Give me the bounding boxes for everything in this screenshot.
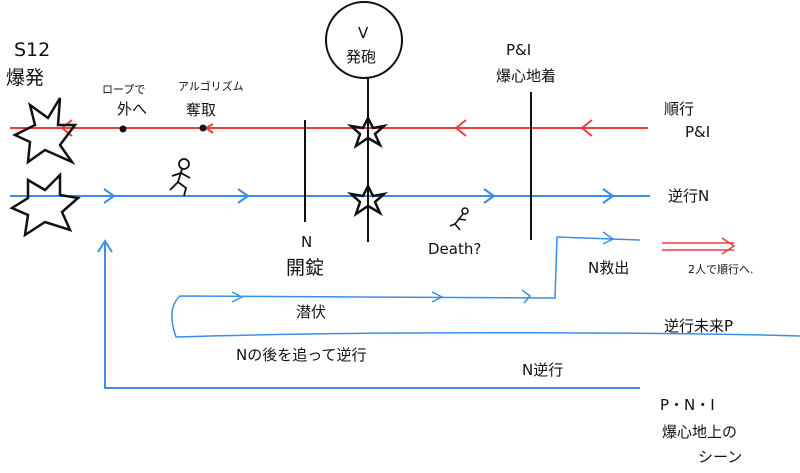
forward-label: 順行 xyxy=(664,100,694,118)
right-arrow-icon xyxy=(483,188,496,204)
hiding-path xyxy=(171,231,800,338)
pni-label: P・N・I xyxy=(660,396,715,414)
right-arrow-icon xyxy=(602,188,615,204)
forward-double-arrow-icon xyxy=(662,237,736,255)
right-arrow-icon xyxy=(231,291,244,303)
right-arrow-icon xyxy=(103,188,116,204)
algorithm-event-dot xyxy=(199,124,207,132)
reverse-timeline xyxy=(10,188,650,204)
up-arrow-icon xyxy=(97,239,113,253)
right-arrow-icon xyxy=(602,231,615,245)
n-label: N xyxy=(301,233,312,251)
algorithm-label: アルゴリズム xyxy=(178,79,244,93)
right-arrow-icon xyxy=(431,291,444,303)
follow-n-label: Nの後を追って逆行 xyxy=(236,346,366,364)
ground-zero-scene-label: 爆心地上の xyxy=(662,423,737,441)
left-arrow-icon xyxy=(454,119,467,137)
s12-label: S12 xyxy=(14,39,50,61)
ground-zero-arrive-label: 爆心地着 xyxy=(496,67,556,85)
v-label: V xyxy=(358,24,369,42)
explosion-label: 爆発 xyxy=(6,67,44,89)
rescue-n-label: N救出 xyxy=(588,259,629,277)
star-impact-icon xyxy=(346,183,389,218)
explosion-icon xyxy=(9,171,81,238)
right-arrow-icon xyxy=(521,289,532,304)
death-label: Death? xyxy=(428,240,481,258)
reverse-future-p-label: 逆行未来P xyxy=(664,317,733,335)
star-impact-icon xyxy=(346,115,389,150)
forward-timeline xyxy=(10,119,648,137)
forward-who-label: P&I xyxy=(685,123,710,141)
rope-event-dot xyxy=(119,125,127,133)
unlock-label: 開錠 xyxy=(286,257,324,279)
n-reverse-label: N逆行 xyxy=(522,361,563,379)
running-person-icon xyxy=(169,158,191,197)
scene-label: シーン xyxy=(698,448,742,466)
fallen-person-icon xyxy=(449,207,469,231)
both-forward-label: 2人で順行へ. xyxy=(688,263,754,276)
outside-label: 外へ xyxy=(117,100,147,118)
gunshot-label: 発砲 xyxy=(346,48,376,66)
v-bubble xyxy=(325,1,403,79)
p-and-i-label: P&I xyxy=(506,41,531,59)
right-arrow-icon xyxy=(237,188,250,204)
n-reverse-path xyxy=(97,239,640,389)
left-arrow-icon xyxy=(580,119,593,137)
reverse-n-label: 逆行N xyxy=(668,187,709,205)
rope-label: ロープで xyxy=(102,83,145,96)
explosion-icon xyxy=(12,97,78,165)
hide-label: 潜伏 xyxy=(296,303,326,321)
steal-label: 奪取 xyxy=(186,101,216,119)
